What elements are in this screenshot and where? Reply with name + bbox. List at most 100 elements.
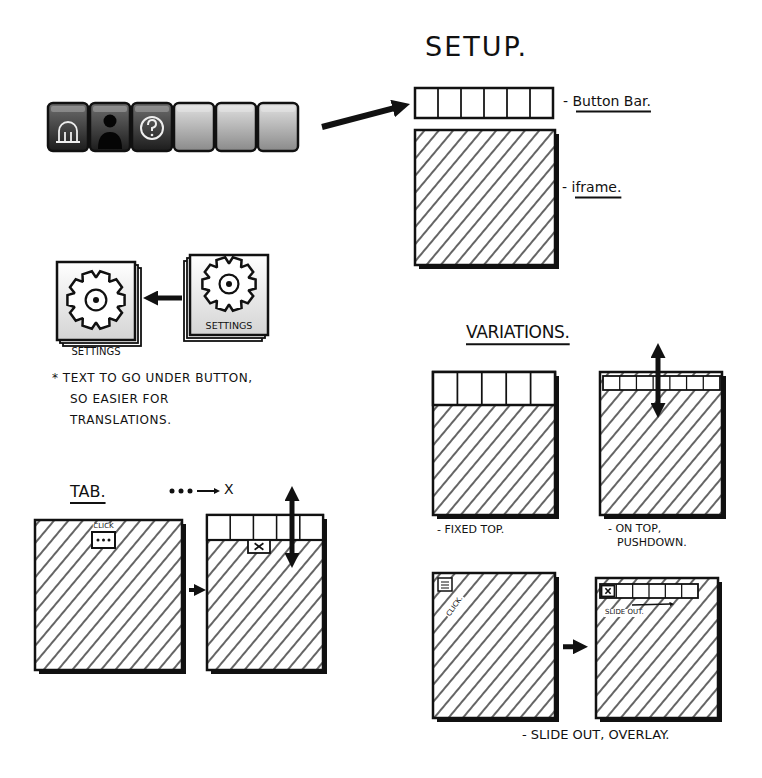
bar-divider bbox=[681, 584, 682, 598]
underline bbox=[70, 502, 106, 504]
overlay-frame bbox=[596, 578, 718, 718]
gear-icon bbox=[67, 271, 124, 328]
help-glyph bbox=[148, 120, 156, 131]
box-ground bbox=[600, 372, 722, 515]
bar-divider bbox=[437, 88, 439, 118]
help-ring bbox=[141, 117, 163, 139]
close-button bbox=[602, 586, 615, 597]
bar-divider bbox=[483, 88, 485, 118]
underline bbox=[576, 111, 651, 113]
dot bbox=[170, 489, 175, 494]
tab-frame bbox=[207, 515, 323, 670]
note-label: TAB. bbox=[70, 482, 106, 502]
bar-divider bbox=[632, 584, 633, 598]
change-arrow bbox=[197, 490, 215, 492]
box-ground bbox=[207, 515, 323, 670]
bar-divider bbox=[457, 372, 459, 405]
settings-button: SETTINGS bbox=[57, 262, 135, 340]
menu-icon bbox=[438, 578, 452, 591]
pushdown-frame bbox=[600, 372, 722, 515]
node-text: CLICK. bbox=[445, 595, 465, 620]
dot bbox=[108, 539, 111, 542]
icon-highlight bbox=[135, 106, 169, 112]
note-label: X bbox=[224, 481, 234, 499]
flow-connector bbox=[155, 296, 182, 301]
bar-divider bbox=[229, 515, 231, 540]
button-bar bbox=[603, 376, 720, 390]
icon-highlight bbox=[93, 106, 127, 112]
bar-divider bbox=[299, 515, 301, 540]
note-label: VARIATIONS. bbox=[466, 322, 570, 343]
bar-divider bbox=[530, 372, 532, 405]
gear-hub bbox=[86, 290, 107, 311]
button-bar bbox=[207, 515, 323, 540]
bar-divider bbox=[703, 376, 704, 390]
note-label: - ON TOP, PUSHDOWN. bbox=[608, 522, 697, 550]
toolbar-icon bbox=[48, 103, 88, 151]
gear-hub bbox=[220, 275, 239, 294]
box-ground bbox=[433, 573, 555, 718]
gear-icon bbox=[202, 257, 255, 310]
flow-arrow bbox=[189, 588, 196, 592]
dot bbox=[102, 539, 105, 542]
node-text: SETTINGS bbox=[71, 346, 120, 357]
dot bbox=[179, 489, 184, 494]
dot bbox=[188, 489, 193, 494]
note-label: - iframe. bbox=[562, 179, 621, 197]
toolbar-icon bbox=[258, 103, 298, 151]
slide-arrow bbox=[632, 603, 670, 605]
flow-arrow bbox=[322, 108, 396, 127]
slide-frame: CLICK. bbox=[433, 573, 555, 718]
bar-divider bbox=[460, 88, 462, 118]
bar-divider bbox=[616, 584, 617, 598]
box-ground bbox=[433, 372, 555, 515]
gear-center bbox=[226, 281, 232, 287]
bar-divider bbox=[669, 376, 670, 390]
toolbar-icon bbox=[132, 103, 172, 151]
overlay-frame: SLIDE OUT. bbox=[596, 578, 718, 718]
iframe-frame bbox=[415, 130, 555, 265]
note-label: - SLIDE OUT, OVERLAY. bbox=[522, 727, 669, 743]
close-button bbox=[248, 540, 270, 553]
node-text: SETTINGS bbox=[206, 321, 253, 331]
bar-divider bbox=[665, 584, 666, 598]
help-dot bbox=[151, 134, 154, 137]
button-bar bbox=[415, 88, 553, 118]
bar-divider bbox=[529, 88, 531, 118]
button-bar bbox=[600, 584, 698, 598]
bar-divider bbox=[276, 515, 278, 540]
node-text: SLIDE OUT. bbox=[604, 609, 645, 617]
note-label: SETUP. bbox=[425, 30, 528, 64]
close-cross bbox=[605, 588, 610, 594]
updown-arrow bbox=[656, 355, 661, 406]
menu-line bbox=[441, 582, 449, 583]
bar-divider bbox=[253, 515, 255, 540]
note-label: - FIXED TOP. bbox=[437, 523, 504, 537]
close-cross bbox=[255, 543, 264, 550]
underline bbox=[466, 343, 570, 345]
icon-highlight bbox=[261, 106, 295, 112]
bar-divider bbox=[636, 376, 637, 390]
person-head bbox=[104, 115, 117, 128]
icon-highlight bbox=[177, 106, 211, 112]
bar-divider bbox=[505, 372, 507, 405]
bar-divider bbox=[653, 376, 654, 390]
fixed-frame bbox=[433, 372, 555, 515]
node-text: CLICK bbox=[92, 523, 114, 531]
note-label: * TEXT TO GO UNDER BUTTON, SO EASIER FOR… bbox=[52, 368, 272, 431]
button-bar bbox=[433, 372, 555, 405]
bar-divider bbox=[619, 376, 620, 390]
underline bbox=[575, 197, 621, 199]
bar-divider bbox=[506, 88, 508, 118]
box-ground bbox=[35, 520, 182, 670]
icon-highlight bbox=[219, 106, 253, 112]
menu-line bbox=[441, 588, 449, 589]
toolbar-icon bbox=[90, 103, 130, 151]
box-ground bbox=[415, 130, 555, 265]
person-body bbox=[98, 132, 122, 149]
lamp-glyph bbox=[56, 122, 80, 142]
box-ground bbox=[596, 578, 718, 718]
